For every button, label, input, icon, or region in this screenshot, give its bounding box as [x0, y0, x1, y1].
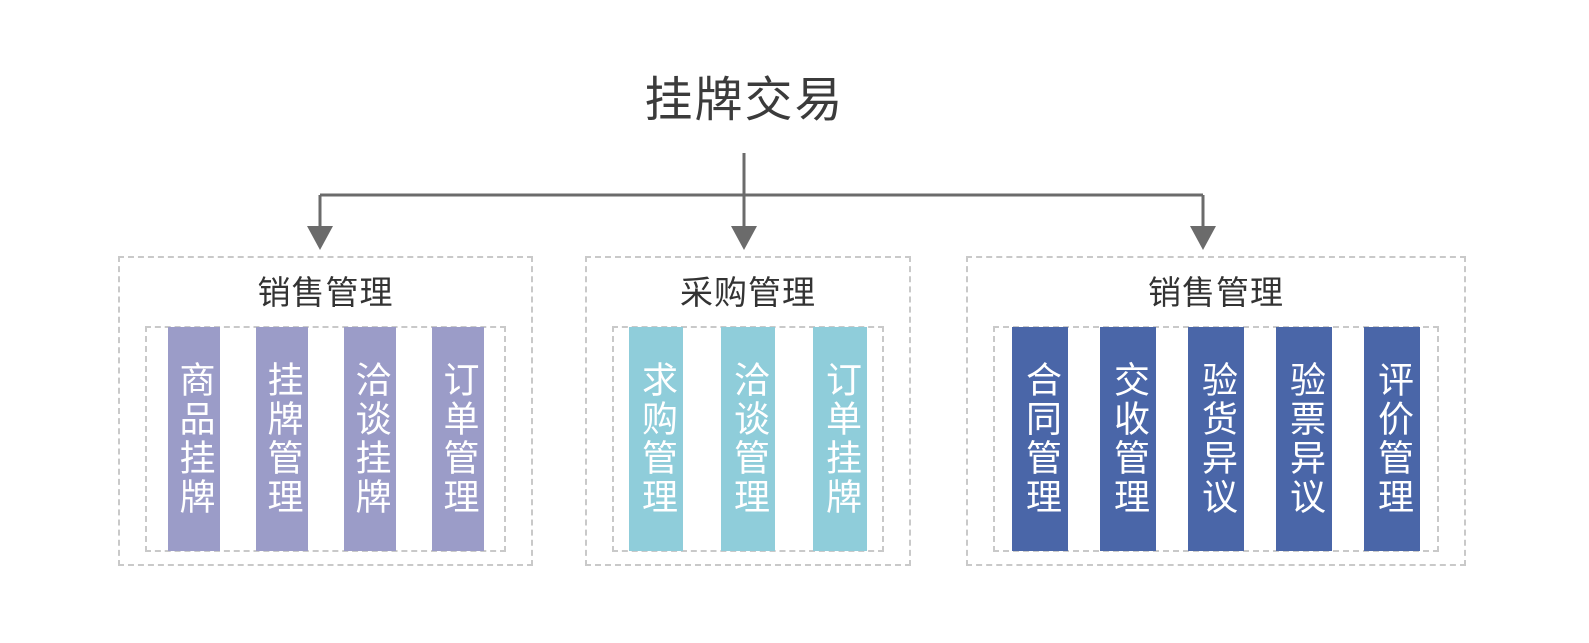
chip-item[interactable]: 交收管理	[1100, 327, 1156, 551]
chip-label: 合同管理	[1020, 361, 1061, 517]
chip-label: 评价管理	[1372, 361, 1413, 517]
group-sales-management-left[interactable]: 销售管理 商品挂牌 挂牌管理 洽谈挂牌 订单管理	[118, 256, 533, 566]
group-sales-management-right[interactable]: 销售管理 合同管理 交收管理 验货异议 验票异议	[966, 256, 1466, 566]
chip-list-1: 商品挂牌 挂牌管理 洽谈挂牌 订单管理	[147, 327, 504, 551]
group-title-1: 销售管理	[257, 273, 394, 312]
chip-list-3: 合同管理 交收管理 验货异议 验票异议 评价管理	[995, 327, 1437, 551]
chip-item[interactable]: 合同管理	[1012, 327, 1068, 551]
group-inner-frame-3: 合同管理 交收管理 验货异议 验票异议 评价管理	[993, 326, 1439, 552]
chip-label: 订单挂牌	[820, 361, 861, 517]
chip-label: 求购管理	[636, 361, 677, 517]
group-title-3: 销售管理	[1148, 273, 1284, 312]
chip-label: 验货异议	[1196, 361, 1237, 517]
group-title-2: 采购管理	[680, 273, 816, 312]
chip-label: 交收管理	[1108, 361, 1149, 517]
chip-list-2: 求购管理 洽谈管理 订单挂牌	[614, 327, 882, 551]
chip-item[interactable]: 洽谈挂牌	[343, 327, 396, 551]
group-procurement-management[interactable]: 采购管理 求购管理 洽谈管理 订单挂牌	[585, 256, 911, 566]
chip-item[interactable]: 洽谈管理	[721, 327, 775, 551]
chip-item[interactable]: 订单管理	[431, 327, 484, 551]
chip-label: 商品挂牌	[173, 361, 215, 517]
chip-item[interactable]: 验货异议	[1188, 327, 1244, 551]
chip-item[interactable]: 求购管理	[629, 327, 683, 551]
chip-label: 洽谈管理	[728, 361, 769, 517]
chip-item[interactable]: 验票异议	[1276, 327, 1332, 551]
arrowhead-icon-3	[1190, 226, 1216, 250]
arrowhead-icon-2	[731, 226, 757, 250]
arrowhead-icon-1	[307, 226, 333, 250]
chip-label: 订单管理	[437, 361, 479, 517]
chip-item[interactable]: 订单挂牌	[813, 327, 867, 551]
chip-label: 挂牌管理	[261, 361, 303, 517]
root-node-title: 挂牌交易	[644, 72, 845, 128]
group-inner-frame-1: 商品挂牌 挂牌管理 洽谈挂牌 订单管理	[145, 326, 506, 552]
group-row: 销售管理 商品挂牌 挂牌管理 洽谈挂牌 订单管理	[0, 256, 1589, 568]
chip-label: 验票异议	[1284, 361, 1325, 517]
chip-item[interactable]: 商品挂牌	[167, 327, 220, 551]
connector-arrowheads	[307, 226, 1216, 250]
chip-item[interactable]: 挂牌管理	[255, 327, 308, 551]
group-inner-frame-2: 求购管理 洽谈管理 订单挂牌	[612, 326, 884, 552]
chip-item[interactable]: 评价管理	[1364, 327, 1420, 551]
chip-label: 洽谈挂牌	[349, 361, 391, 517]
